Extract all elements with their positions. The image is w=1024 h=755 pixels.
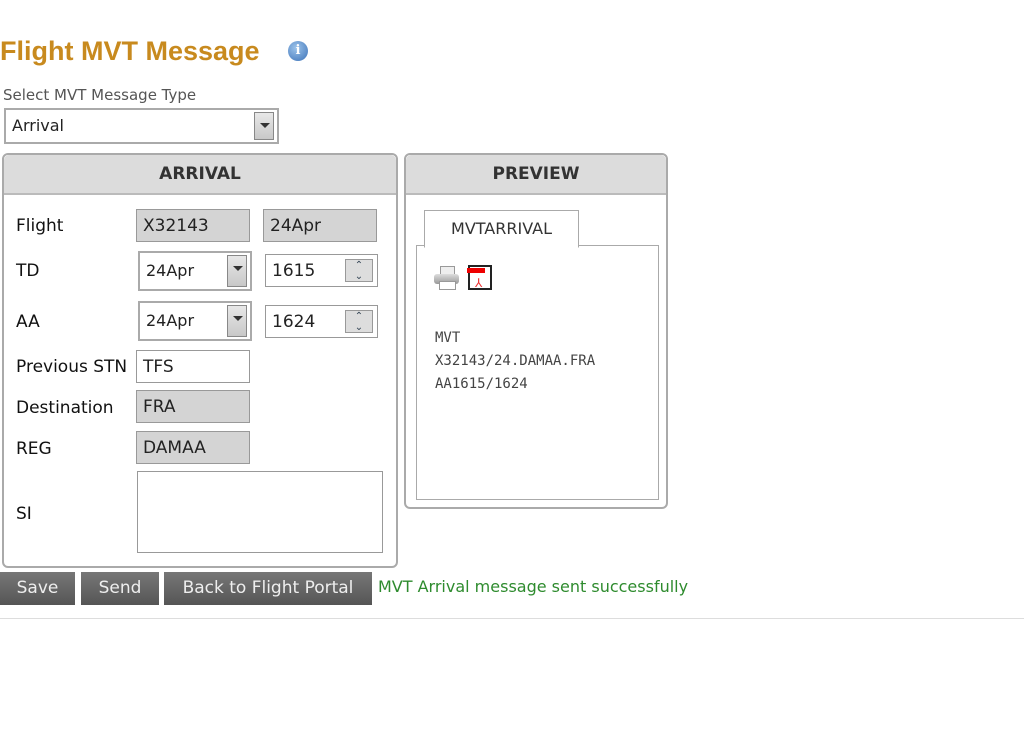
aa-date-value: 24Apr [146, 311, 195, 330]
previous-stn-label: Previous STN [16, 357, 128, 377]
arrival-panel-title: ARRIVAL [4, 155, 396, 195]
preview-panel: PREVIEW [404, 153, 668, 509]
aa-label: AA [16, 312, 40, 332]
message-type-value: Arrival [12, 116, 64, 135]
chevron-down-icon[interactable] [227, 305, 247, 337]
preview-line: MVT [435, 330, 461, 346]
destination-field: FRA [136, 390, 250, 423]
back-to-flight-portal-button[interactable]: Back to Flight Portal [164, 572, 372, 605]
flight-date-field: 24Apr [263, 209, 377, 242]
td-time-field[interactable]: 1615 ⌃⌄ [265, 254, 378, 287]
preview-panel-title: PREVIEW [406, 155, 666, 195]
preview-line: X32143/24.DAMAA.FRA [435, 353, 596, 369]
aa-time-value: 1624 [272, 312, 316, 332]
td-time-value: 1615 [272, 261, 316, 281]
si-label: SI [16, 504, 32, 524]
spinner-icon[interactable]: ⌃⌄ [345, 259, 373, 282]
aa-time-field[interactable]: 1624 ⌃⌄ [265, 305, 378, 338]
reg-label: REG [16, 439, 52, 459]
reg-field: DAMAA [136, 431, 250, 464]
previous-stn-field[interactable]: TFS [136, 350, 250, 383]
flight-number-field: X32143 [136, 209, 250, 242]
td-label: TD [16, 261, 40, 281]
save-button[interactable]: Save [0, 572, 75, 605]
preview-line: AA1615/1624 [435, 376, 528, 392]
divider [0, 618, 1024, 619]
chevron-down-icon[interactable] [254, 112, 274, 140]
td-date-value: 24Apr [146, 261, 195, 280]
spinner-icon[interactable]: ⌃⌄ [345, 310, 373, 333]
message-type-select[interactable]: Arrival [4, 108, 279, 144]
message-type-label: Select MVT Message Type [3, 86, 197, 104]
si-textarea[interactable] [137, 471, 383, 553]
td-date-select[interactable]: 24Apr [138, 251, 252, 291]
page-title: Flight MVT Message [0, 36, 260, 66]
aa-date-select[interactable]: 24Apr [138, 301, 252, 341]
chevron-down-icon[interactable] [227, 255, 247, 287]
destination-label: Destination [16, 398, 114, 418]
printer-icon[interactable] [434, 266, 460, 290]
flight-label: Flight [16, 216, 64, 236]
status-message: MVT Arrival message sent successfully [378, 577, 689, 596]
pdf-icon[interactable]: ⅄ [467, 265, 492, 290]
tab-mvtarrival[interactable]: MVTARRIVAL [424, 210, 579, 248]
info-icon[interactable]: i [288, 41, 308, 61]
preview-message: MVT X32143/24.DAMAA.FRA AA1615/1624 [435, 327, 595, 396]
send-button[interactable]: Send [81, 572, 159, 605]
